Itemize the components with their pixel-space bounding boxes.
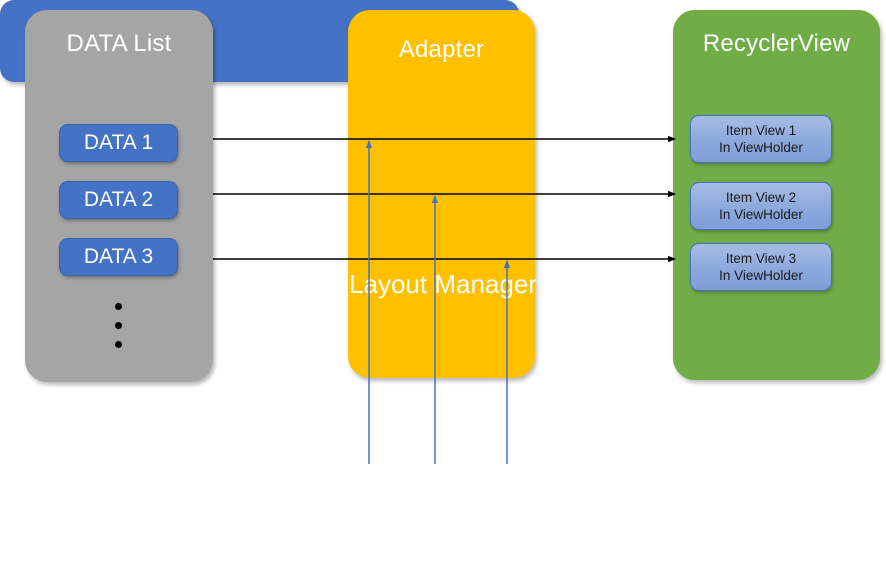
data-chip-2[interactable]: DATA 2 bbox=[59, 181, 178, 219]
item-view-3-line1: Item View 3 bbox=[725, 251, 797, 266]
item-view-2[interactable]: Item View 2 In ViewHolder bbox=[690, 182, 832, 230]
item-view-3[interactable]: Item View 3 In ViewHolder bbox=[690, 243, 832, 291]
layout-manager-container[interactable]: Layout Manager bbox=[0, 0, 537, 299]
ellipsis-dot-3 bbox=[115, 341, 122, 348]
data-chip-3-label: DATA 3 bbox=[83, 245, 154, 268]
data-chip-1[interactable]: DATA 1 bbox=[59, 124, 178, 162]
item-view-3-line2: In ViewHolder bbox=[719, 268, 803, 283]
recyclerview-title: RecyclerView bbox=[702, 30, 851, 57]
data-chip-1-label: DATA 1 bbox=[83, 131, 154, 154]
adapter-title: Adapter bbox=[398, 36, 485, 63]
data-chip-3[interactable]: DATA 3 bbox=[59, 238, 178, 276]
item-view-2-line1: Item View 2 bbox=[725, 190, 797, 205]
ellipsis-dot-1 bbox=[115, 303, 122, 310]
item-view-2-line2: In ViewHolder bbox=[719, 207, 803, 222]
data-list-title: DATA List bbox=[66, 30, 172, 57]
ellipsis-dot-2 bbox=[115, 322, 122, 329]
item-view-1-line2: In ViewHolder bbox=[719, 140, 803, 155]
item-view-1-line1: Item View 1 bbox=[725, 123, 797, 138]
data-chip-2-label: DATA 2 bbox=[83, 188, 154, 211]
item-view-1[interactable]: Item View 1 In ViewHolder bbox=[690, 115, 832, 163]
